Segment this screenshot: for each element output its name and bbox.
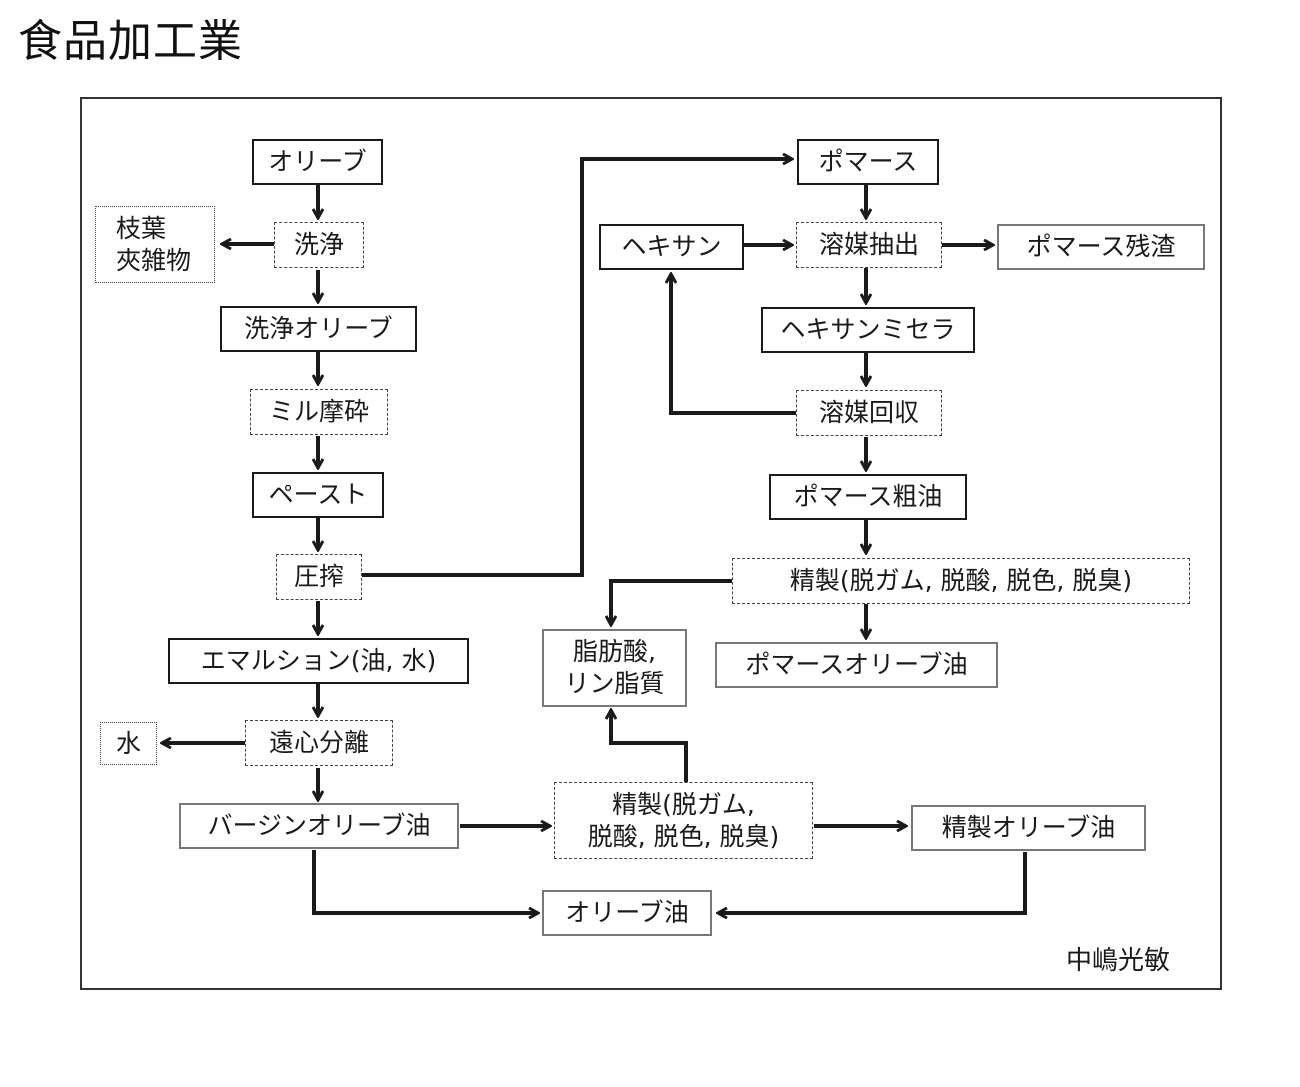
node-refine-pomace: 精製(脱ガム, 脱酸, 脱色, 脱臭) (732, 558, 1190, 604)
node-emulsion: エマルション(油, 水) (168, 638, 469, 684)
node-water: 水 (100, 722, 157, 765)
node-press: 圧搾 (276, 554, 362, 600)
node-pomace-olive-oil: ポマースオリーブ油 (715, 642, 998, 688)
node-pomace-residue: ポマース残渣 (997, 224, 1205, 270)
node-wash: 洗浄 (274, 222, 364, 268)
arrow-refined-oliveoil (718, 852, 1027, 913)
node-solvent-extract: 溶媒抽出 (796, 222, 942, 268)
node-hexane: ヘキサン (599, 224, 744, 270)
arrow-recovery-hexane (671, 274, 796, 415)
author-name: 中嶋光敏 (1066, 946, 1171, 976)
node-paste: ペースト (252, 472, 384, 518)
node-solvent-recovery: 溶媒回収 (796, 390, 942, 436)
arrow-refine-fattyacid (611, 710, 688, 782)
arrow-refinepomace-fattyacid (611, 579, 732, 625)
arrow-press-pomace (362, 159, 792, 577)
node-virgin-oil: バージンオリーブ油 (179, 803, 459, 849)
node-fatty-acid: 脂肪酸, リン脂質 (542, 629, 687, 707)
node-olive-oil: オリーブ油 (542, 890, 712, 936)
arrow-virgin-oliveoil (312, 850, 538, 913)
node-mill: ミル摩砕 (250, 389, 388, 435)
diagram-frame (80, 97, 1222, 990)
node-hexane-miscella: ヘキサンミセラ (761, 307, 975, 353)
node-centrifuge: 遠心分離 (245, 720, 393, 766)
node-refine-main: 精製(脱ガム, 脱酸, 脱色, 脱臭) (554, 782, 813, 859)
node-pomace: ポマース (797, 139, 939, 185)
node-debris: 枝葉 夾雑物 (95, 206, 215, 283)
page-title: 食品加工業 (18, 16, 243, 67)
node-washed-olive: 洗浄オリーブ (220, 306, 417, 352)
node-olive: オリーブ (252, 139, 383, 185)
node-refined-oil: 精製オリーブ油 (911, 805, 1146, 851)
node-pomace-crude: ポマース粗油 (769, 474, 967, 520)
